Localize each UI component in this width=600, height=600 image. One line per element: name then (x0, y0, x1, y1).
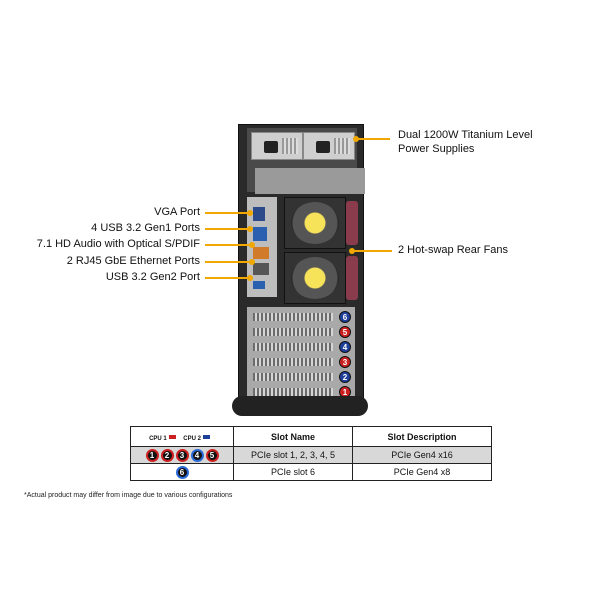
pcie-slot-bracket (253, 328, 333, 336)
callout-dot-usb-gen1 (247, 226, 253, 232)
vga-port-icon (253, 207, 265, 221)
power-socket-icon (316, 141, 330, 153)
ethernet-port-icon (253, 263, 269, 275)
fan-icon (291, 257, 339, 299)
label-ethernet: 2 RJ45 GbE Ethernet Ports (66, 255, 200, 267)
pcie-slot-bracket (253, 373, 333, 381)
slot-number-badge: 2 (339, 371, 351, 383)
pcie-slot-bracket (253, 358, 333, 366)
callout-dot-fans (349, 248, 355, 254)
header-slot-name: Slot Name (233, 426, 353, 447)
rear-fan (284, 197, 346, 249)
slot-number-badge: 5 (339, 326, 351, 338)
cpu-legend-cell: CPU 1 CPU 2 (130, 426, 234, 447)
psu-bay (247, 128, 365, 194)
power-socket-icon (264, 141, 278, 153)
pcie-slot-bracket (253, 388, 333, 396)
fan-latch (346, 256, 358, 300)
callout-dot-audio (249, 242, 255, 248)
callout-dot-psu (353, 136, 359, 142)
callout-line-usb-gen2 (205, 277, 250, 279)
chassis-feet (232, 396, 368, 416)
power-supply-unit (303, 132, 355, 160)
slot-name-cell: PCIe slot 1, 2, 3, 4, 5 (233, 446, 353, 464)
slot-badge: 6 (175, 465, 189, 479)
slot-badge: 1 (145, 448, 159, 462)
callout-dot-usb-gen2 (247, 275, 253, 281)
fan-icon (291, 202, 339, 244)
cpu1-legend-label: CPU 1 (149, 435, 167, 442)
callout-line-vga (205, 212, 250, 214)
callout-line-psu (356, 138, 390, 140)
pcie-slot-table: CPU 1 CPU 2 Slot Name Slot Description 1… (130, 426, 492, 481)
cpu1-swatch (168, 435, 176, 440)
pcie-slot-bracket (253, 313, 333, 321)
callout-dot-ethernet (249, 259, 255, 265)
table-header-row: CPU 1 CPU 2 Slot Name Slot Description (130, 426, 492, 447)
disclaimer-text: *Actual product may differ from image du… (24, 492, 233, 499)
slot-badges-cell: 6 (130, 463, 234, 481)
label-psu-line1: Dual 1200W Titanium Level (398, 129, 533, 141)
callout-line-fans (352, 250, 392, 252)
slot-number-badge: 3 (339, 356, 351, 368)
label-usb-gen2: USB 3.2 Gen2 Port (105, 271, 200, 283)
psu-handle (334, 138, 350, 154)
slot-number-badge: 4 (339, 341, 351, 353)
callout-line-ethernet (205, 261, 252, 263)
label-vga: VGA Port (154, 206, 200, 218)
server-chassis: 6 5 4 3 2 1 (238, 124, 365, 414)
cpu2-legend-label: CPU 2 (183, 435, 201, 442)
slot-badge: 2 (160, 448, 174, 462)
slot-badge: 3 (175, 448, 189, 462)
label-usb-gen1: 4 USB 3.2 Gen1 Ports (91, 222, 200, 234)
slot-number-badge: 6 (339, 311, 351, 323)
callout-line-usb-gen1 (205, 228, 250, 230)
slot-badge: 4 (190, 448, 204, 462)
slot-name-cell: PCIe slot 6 (233, 463, 353, 481)
label-audio: 7.1 HD Audio with Optical S/PDIF (36, 238, 200, 250)
usb-port-icon (253, 281, 265, 289)
table-row: 6 PCIe slot 6 PCIe Gen4 x8 (130, 463, 492, 481)
psu-handle (282, 138, 298, 154)
cpu2-swatch (202, 435, 210, 440)
pcie-slot-bracket (253, 343, 333, 351)
fan-latch (346, 201, 358, 245)
slot-description-cell: PCIe Gen4 x8 (352, 463, 492, 481)
slot-description-cell: PCIe Gen4 x16 (352, 446, 492, 464)
psu-tray (255, 168, 365, 194)
audio-jack-icon (253, 247, 269, 259)
callout-dot-vga (247, 210, 253, 216)
callout-line-audio (205, 244, 252, 246)
power-supply-unit (251, 132, 303, 160)
header-slot-description: Slot Description (352, 426, 492, 447)
rear-fan (284, 252, 346, 304)
pcie-slot-area: 6 5 4 3 2 1 (247, 307, 355, 403)
label-fans: 2 Hot-swap Rear Fans (398, 244, 509, 256)
label-psu-line2: Power Supplies (398, 143, 475, 155)
usb-port-icon (253, 227, 267, 241)
slot-badge: 5 (205, 448, 219, 462)
